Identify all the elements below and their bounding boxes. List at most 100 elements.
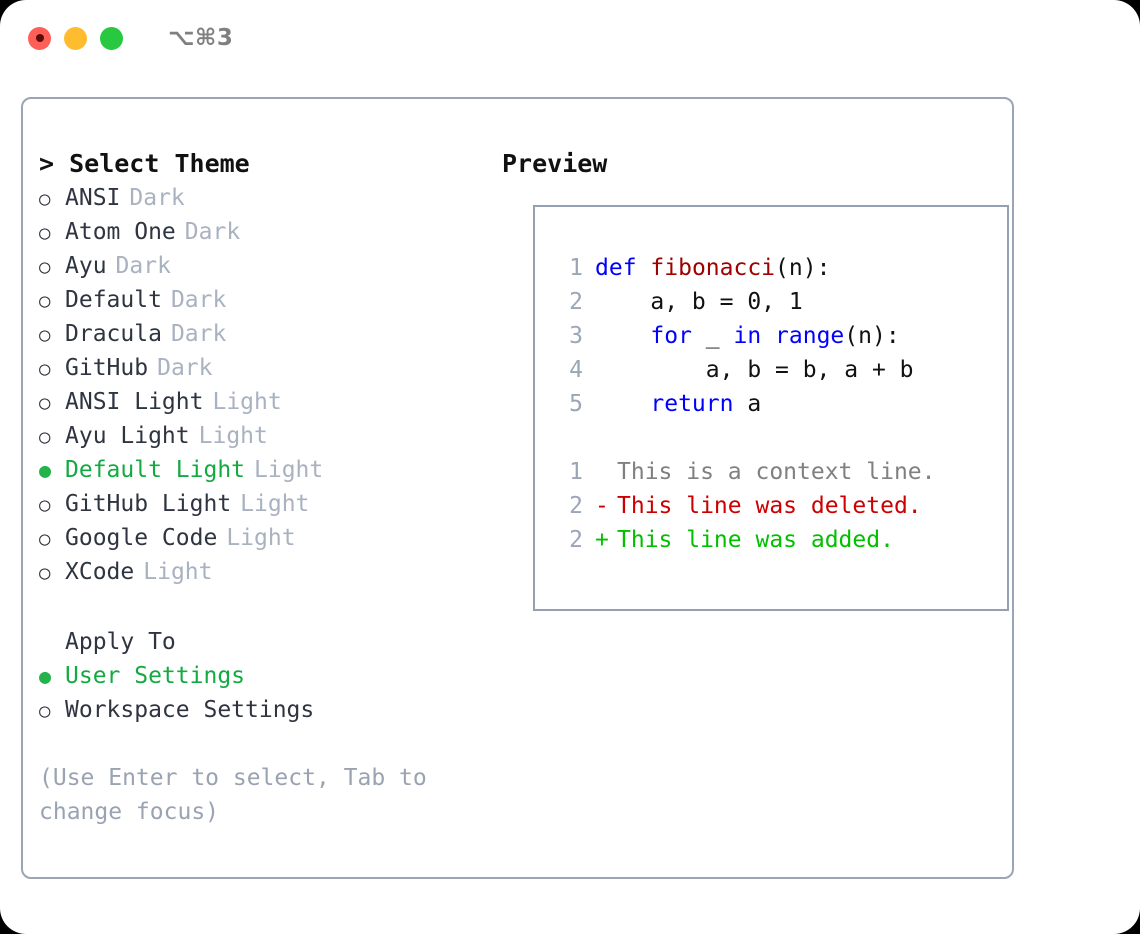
theme-kind-badge: Light bbox=[212, 389, 282, 415]
theme-list-item[interactable]: ○ GitHub Dark bbox=[39, 351, 489, 385]
apply-to-item[interactable]: ●User Settings bbox=[39, 659, 489, 693]
radio-unselected-icon[interactable]: ○ bbox=[39, 700, 51, 722]
code-token-plain bbox=[761, 323, 775, 349]
code-token-plain: (n): bbox=[775, 255, 831, 281]
radio-unselected-icon[interactable]: ○ bbox=[39, 324, 51, 346]
theme-list-item[interactable]: ○ ANSI Light Light bbox=[39, 385, 489, 419]
code-token-kw: range bbox=[775, 323, 845, 349]
radio-unselected-icon[interactable]: ○ bbox=[39, 528, 51, 550]
theme-kind-badge: Light bbox=[254, 457, 324, 483]
keyboard-shortcut-label: ⌥⌘3 bbox=[168, 25, 234, 51]
radio-unselected-icon[interactable]: ○ bbox=[39, 188, 51, 210]
theme-name: Default bbox=[65, 287, 162, 313]
diff-line-number: 1 bbox=[569, 459, 583, 485]
code-line: 2 a, b = 0, 1 bbox=[549, 285, 1001, 319]
code-token-kw: in bbox=[733, 323, 762, 349]
radio-unselected-icon[interactable]: ○ bbox=[39, 358, 51, 380]
radio-unselected-icon[interactable]: ○ bbox=[39, 392, 51, 414]
radio-unselected-icon[interactable]: ○ bbox=[39, 256, 51, 278]
code-line-number: 3 bbox=[569, 323, 583, 349]
radio-unselected-icon[interactable]: ○ bbox=[39, 290, 51, 312]
list-spacer bbox=[39, 589, 489, 625]
theme-list-item[interactable]: ○ Default Dark bbox=[39, 283, 489, 317]
apply-to-label: Workspace Settings bbox=[65, 697, 315, 723]
diff-sample: 1 This is a context line. 2-This line was… bbox=[549, 455, 1001, 557]
theme-name: ANSI Light bbox=[65, 389, 204, 415]
code-token-plain bbox=[595, 391, 650, 417]
code-token-plain: a, b = 0, 1 bbox=[595, 289, 803, 315]
code-line-text: return a bbox=[595, 387, 761, 421]
theme-name: Ayu bbox=[65, 253, 107, 279]
theme-kind-badge: Dark bbox=[170, 321, 227, 347]
code-line-number: 5 bbox=[569, 391, 583, 417]
radio-unselected-icon[interactable]: ○ bbox=[39, 494, 51, 516]
code-token-fn: fibonacci bbox=[650, 255, 776, 281]
radio-selected-icon[interactable]: ● bbox=[39, 458, 52, 482]
theme-name: GitHub Light bbox=[65, 491, 232, 517]
preview-title: Preview bbox=[502, 149, 608, 178]
code-line-text: for _ in range(n): bbox=[595, 319, 900, 353]
theme-kind-badge: Light bbox=[198, 423, 268, 449]
theme-kind-badge: Dark bbox=[170, 287, 227, 313]
theme-name: GitHub bbox=[65, 355, 149, 381]
select-theme-heading: > Select Theme bbox=[39, 149, 250, 178]
apply-to-title: Apply To bbox=[65, 629, 176, 655]
theme-list-item[interactable]: ○ Dracula Dark bbox=[39, 317, 489, 351]
theme-name: ANSI bbox=[65, 185, 121, 211]
diff-line-text: This line was deleted. bbox=[617, 493, 922, 519]
diff-sign bbox=[595, 455, 617, 489]
theme-name: Default Light bbox=[65, 457, 246, 483]
radio-unselected-icon[interactable]: ○ bbox=[39, 426, 51, 448]
theme-kind-badge: Light bbox=[226, 525, 296, 551]
code-line-text: a, b = b, a + b bbox=[595, 353, 914, 387]
diff-sign: - bbox=[595, 493, 609, 519]
code-token-plain: a bbox=[733, 391, 762, 417]
theme-list-item[interactable]: ● Default Light Light bbox=[39, 453, 489, 487]
apply-to-item[interactable]: ○ Workspace Settings bbox=[39, 693, 489, 727]
diff-line-text: This line was added. bbox=[617, 527, 894, 553]
code-token-kw: return bbox=[650, 391, 734, 417]
maximize-button[interactable] bbox=[100, 26, 123, 50]
code-line-number: 2 bbox=[569, 289, 583, 315]
code-token-plain: (n): bbox=[844, 323, 900, 349]
theme-kind-badge: Dark bbox=[157, 355, 213, 381]
diff-line: 1 This is a context line. bbox=[549, 455, 1001, 489]
theme-name: XCode bbox=[65, 559, 135, 585]
radio-selected-icon[interactable]: ● bbox=[39, 664, 52, 688]
theme-name: Dracula bbox=[65, 321, 162, 347]
theme-list-item[interactable]: ○ ANSI Dark bbox=[39, 181, 489, 215]
code-token-kw: for bbox=[650, 323, 692, 349]
code-line-number: 4 bbox=[569, 357, 583, 383]
radio-unselected-icon[interactable]: ○ bbox=[39, 222, 51, 244]
theme-name: Atom One bbox=[65, 219, 176, 245]
diff-sign: + bbox=[595, 527, 609, 553]
hint-spacer bbox=[39, 727, 489, 761]
diff-line-text: This is a context line. bbox=[617, 459, 936, 485]
minimize-button[interactable] bbox=[64, 26, 87, 50]
diff-line: 2 + This line was added. bbox=[549, 523, 1001, 557]
diff-line-number: 2 bbox=[569, 527, 583, 553]
code-token-kw: def bbox=[595, 255, 637, 281]
code-token-plain: _ bbox=[691, 323, 734, 349]
radio-unselected-icon[interactable]: ○ bbox=[39, 562, 51, 584]
code-line-text: def fibonacci(n): bbox=[595, 251, 830, 285]
apply-to-list[interactable]: ●User Settings ○ Workspace Settings bbox=[39, 659, 489, 727]
theme-kind-badge: Dark bbox=[129, 185, 185, 211]
title-bar: ⌥⌘3 bbox=[0, 0, 1140, 76]
close-button[interactable] bbox=[28, 26, 51, 50]
